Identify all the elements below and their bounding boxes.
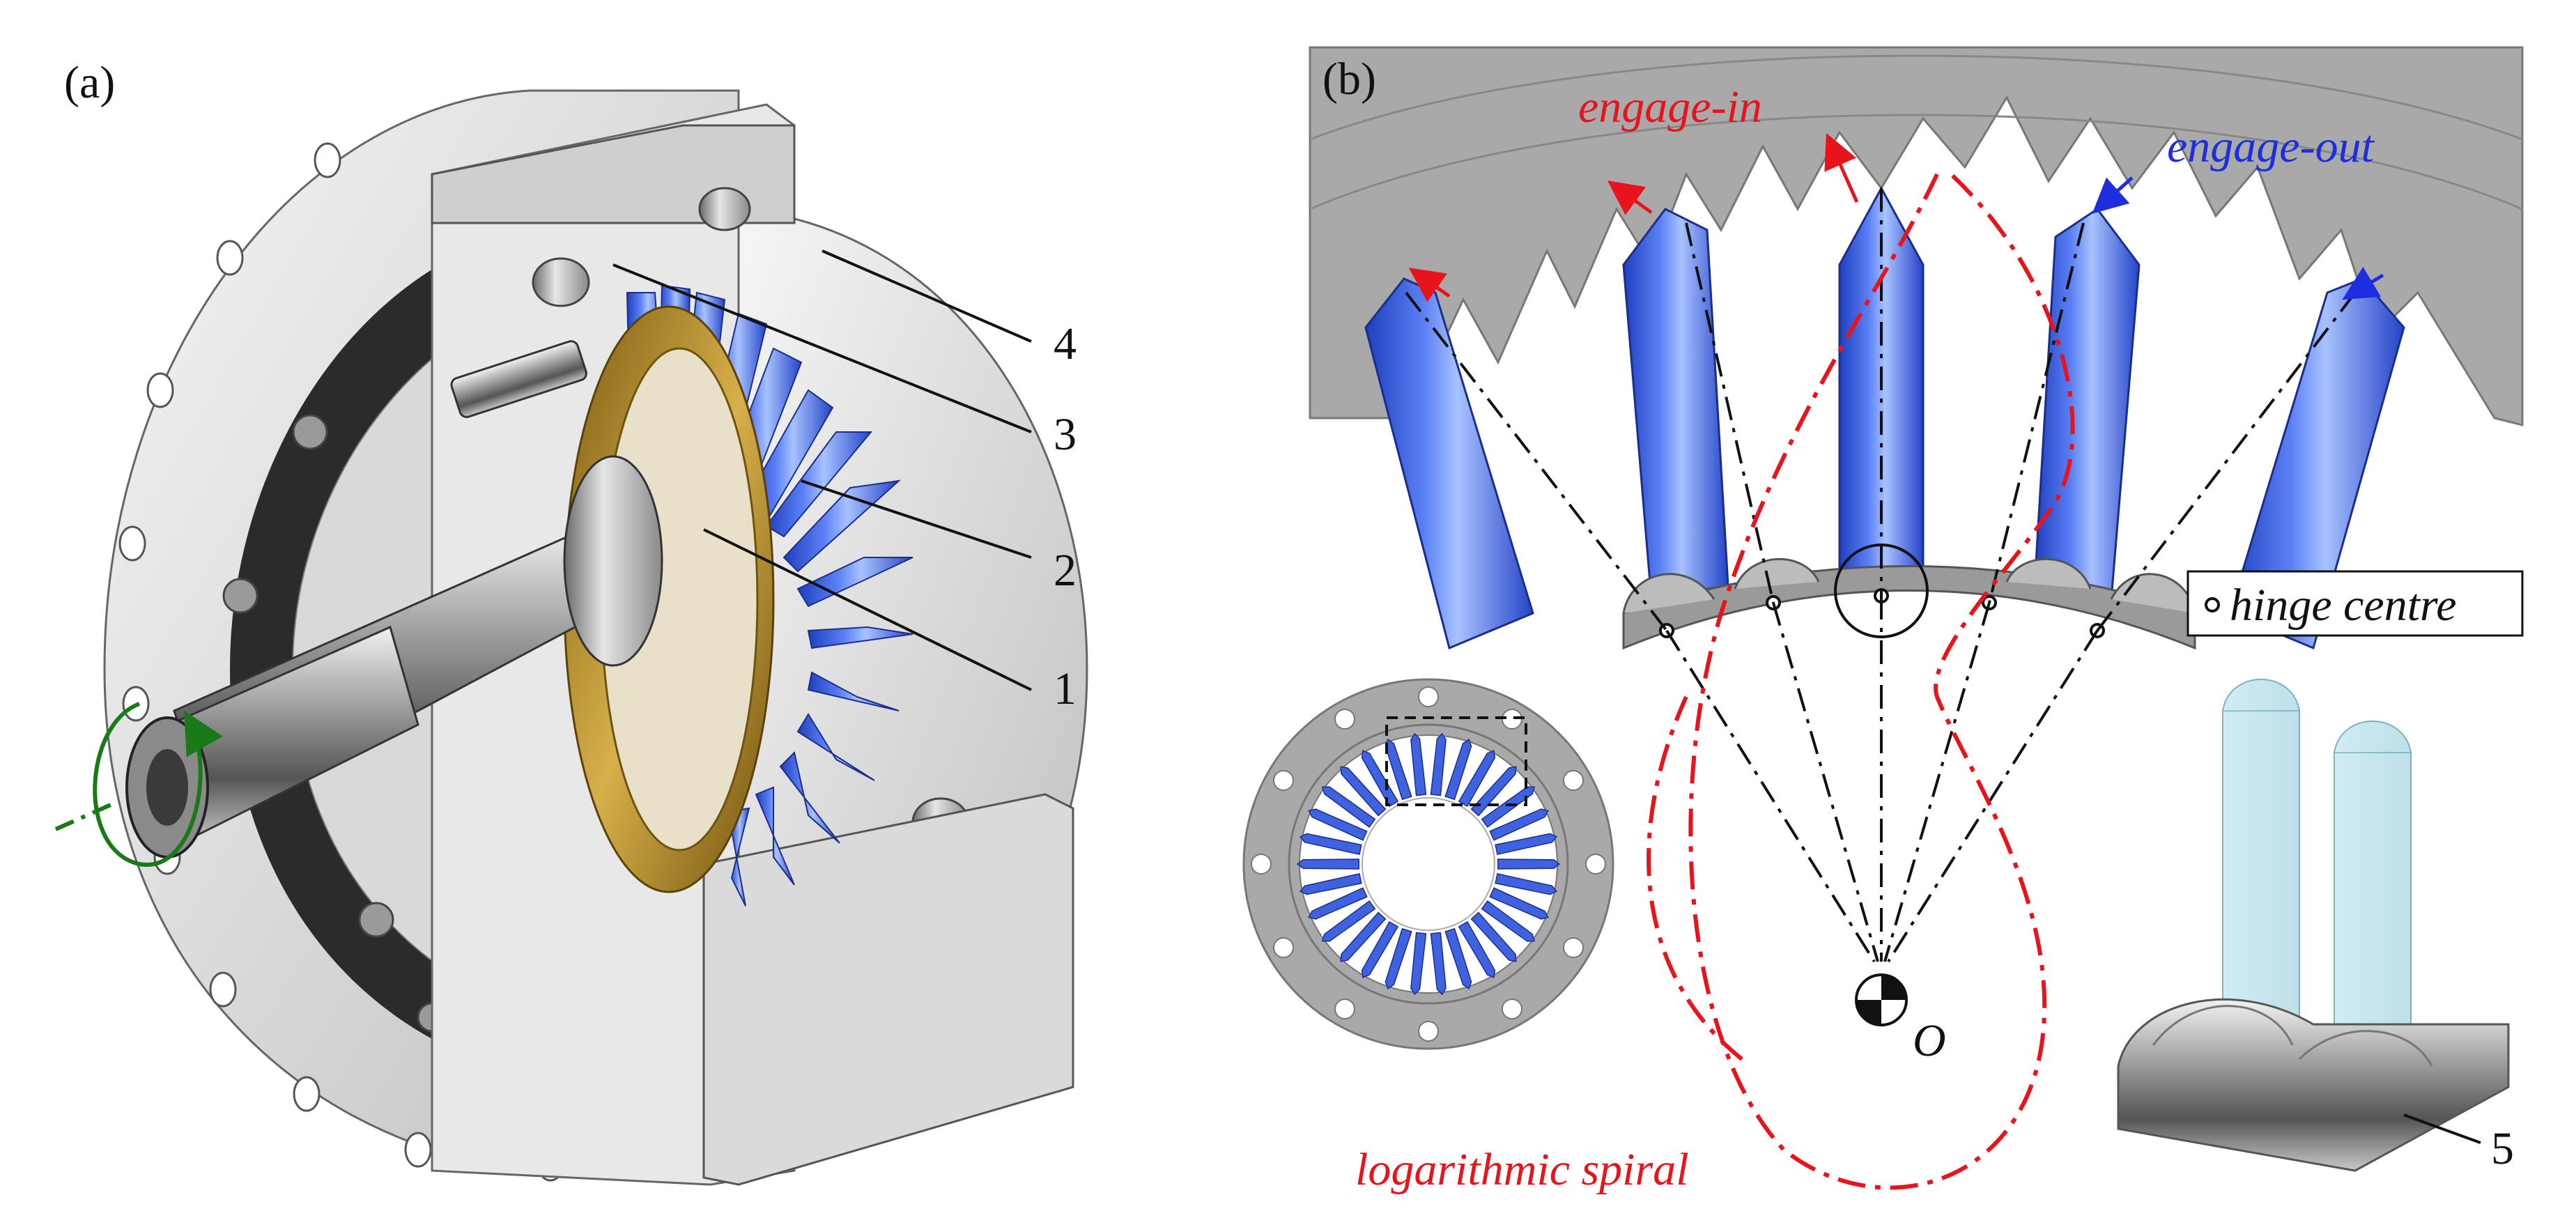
bearing-ball	[698, 187, 751, 231]
overview-tooth	[1495, 833, 1558, 855]
overview-tooth	[1430, 732, 1447, 796]
overview-tooth	[1410, 932, 1427, 996]
overview-tooth	[1444, 927, 1472, 989]
callout-5: 5	[2491, 1123, 2514, 1174]
hinge-centre-legend-icon	[2205, 597, 2220, 612]
overview-tooth	[1470, 766, 1517, 817]
overview-tooth	[1299, 833, 1362, 855]
overview-tooth	[1481, 786, 1536, 829]
overview-tooth	[1340, 911, 1387, 962]
rotation-arrow-icon	[54, 702, 223, 867]
overview-teeth	[1296, 732, 1561, 996]
ghost-tooth	[2222, 710, 2300, 1046]
overview-tooth	[1385, 927, 1412, 989]
overview-tooth	[1481, 900, 1536, 942]
panel-a: (a)	[54, 57, 1088, 1186]
gear-pitch-arc	[1309, 54, 2523, 141]
overview-tooth	[1296, 858, 1359, 870]
callout-1: 1	[1054, 663, 1077, 714]
origin-symbol-icon	[1855, 973, 1908, 1026]
hinge-centre-label: hinge centre	[2230, 580, 2457, 631]
leader-line-5	[2403, 1114, 2481, 1144]
overview-tooth	[1497, 858, 1561, 870]
tooth-4	[2033, 207, 2141, 601]
tooth-pair-detail: 5	[2117, 679, 2514, 1174]
gear-overview	[1242, 678, 1614, 1050]
overview-tooth	[1430, 932, 1447, 996]
panel-a-label: (a)	[64, 57, 115, 108]
engage-out-arrows	[2092, 176, 2384, 300]
overview-tooth	[1495, 873, 1558, 895]
origin-label: O	[1913, 1015, 1946, 1066]
overview-tooth	[1458, 750, 1496, 808]
overview-tooth	[1321, 786, 1376, 829]
callout-4: 4	[1054, 318, 1077, 369]
overview-tooth	[1458, 920, 1496, 978]
leader-lines-a	[612, 249, 1032, 691]
callout-3: 3	[1054, 409, 1077, 460]
radial-centre-lines	[1405, 188, 2357, 963]
overview-tooth	[1361, 750, 1399, 808]
overview-tooth	[1308, 808, 1368, 841]
tooth-5	[2228, 277, 2405, 650]
hinge-centre-legend: hinge centre	[2186, 570, 2524, 637]
overview-tooth	[1299, 873, 1362, 895]
panel-b: (b)	[1242, 46, 2524, 1195]
tooth-2	[1622, 208, 1729, 601]
overview-tooth	[1444, 739, 1472, 801]
overview-tooth	[1385, 739, 1412, 801]
overview-tooth	[1340, 766, 1387, 817]
log-spiral-curve-left	[1646, 695, 1743, 1061]
overview-bolt-holes	[1251, 686, 1606, 1042]
engage-out-label: engage-out	[2167, 121, 2375, 172]
overview-tooth	[1308, 887, 1368, 920]
overview-tooth	[1321, 900, 1376, 942]
log-spiral-label: logarithmic spiral	[1355, 1144, 1689, 1195]
overview-tooth	[1361, 920, 1399, 978]
hinge-base-block	[2117, 998, 2510, 1172]
gear-root-arc	[1309, 114, 2523, 210]
engage-in-arrows	[1408, 132, 1859, 302]
overview-tooth	[1489, 808, 1549, 841]
housing-cutaway	[431, 103, 1088, 1186]
overview-tooth	[1410, 732, 1427, 796]
overview-tooth	[1470, 911, 1517, 962]
bearing-ball	[532, 257, 590, 307]
panel-b-label: (b)	[1322, 54, 1376, 105]
overview-zoom-box	[1385, 716, 1527, 806]
engage-in-label: engage-in	[1578, 82, 1762, 132]
cap-screw	[450, 340, 587, 418]
callout-2: 2	[1054, 545, 1077, 596]
overview-tooth	[1489, 887, 1549, 920]
